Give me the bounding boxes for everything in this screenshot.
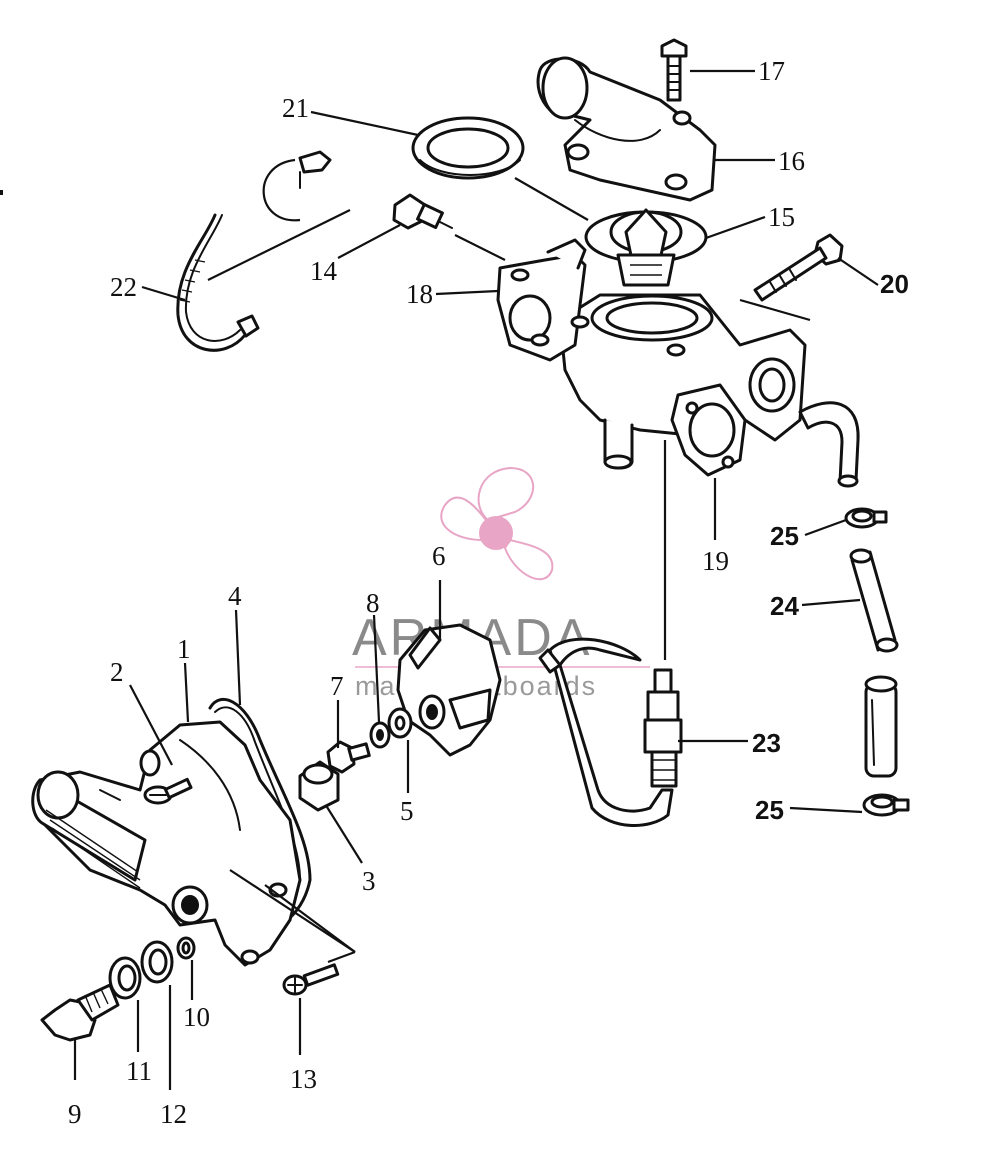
callout-7: 7 bbox=[330, 671, 344, 701]
temperature-switch bbox=[643, 668, 683, 788]
thermostat bbox=[584, 208, 708, 287]
hose-clamp-lower bbox=[862, 793, 910, 817]
cover-screw bbox=[143, 777, 193, 805]
callout-20: 20 bbox=[880, 269, 909, 299]
propeller-logo-icon bbox=[440, 466, 554, 581]
callout-6: 6 bbox=[432, 541, 446, 571]
flat-washer bbox=[387, 707, 413, 739]
sealing-washer-11 bbox=[108, 956, 142, 1000]
callout-13: 13 bbox=[290, 1064, 317, 1094]
sender-wire bbox=[176, 213, 260, 352]
drain-plug bbox=[40, 983, 120, 1042]
callout-8: 8 bbox=[366, 588, 380, 618]
spacer-collar bbox=[298, 760, 340, 812]
callout-24: 24 bbox=[770, 591, 799, 621]
impeller-bolt bbox=[326, 740, 371, 774]
pump-cover bbox=[31, 720, 302, 967]
callout-12: 12 bbox=[160, 1099, 187, 1129]
callout-18: 18 bbox=[406, 279, 433, 309]
callout-14: 14 bbox=[310, 256, 338, 286]
sealing-washer-12 bbox=[140, 940, 174, 984]
callout-11: 11 bbox=[126, 1056, 152, 1086]
housing-bolt bbox=[753, 233, 844, 302]
thermostat-housing bbox=[496, 238, 807, 470]
callout-25-upper: 25 bbox=[770, 521, 799, 551]
long-hose bbox=[864, 675, 898, 778]
callout-15: 15 bbox=[768, 202, 795, 232]
callout-3: 3 bbox=[362, 866, 376, 896]
callout-10: 10 bbox=[183, 1002, 210, 1032]
callout-23: 23 bbox=[752, 728, 781, 758]
callout-labels: 21 17 16 15 20 18 14 22 19 25 24 23 25 6… bbox=[68, 56, 909, 1129]
callout-5: 5 bbox=[400, 796, 414, 826]
impeller bbox=[396, 623, 502, 757]
washer-10 bbox=[176, 936, 196, 960]
outlet-pipe bbox=[798, 401, 860, 488]
bypass-pipe bbox=[538, 637, 674, 827]
callout-19: 19 bbox=[702, 546, 729, 576]
cover-bolt bbox=[660, 38, 688, 102]
lock-washer bbox=[369, 721, 391, 749]
callout-4: 4 bbox=[228, 581, 242, 611]
callout-9: 9 bbox=[68, 1099, 82, 1129]
armada-watermark: ARMADA marine outboards bbox=[352, 466, 650, 701]
leader-lines bbox=[73, 69, 879, 1090]
callout-17: 17 bbox=[758, 56, 785, 86]
cover-screw-long bbox=[282, 963, 340, 996]
callout-2: 2 bbox=[110, 657, 124, 687]
callout-25-lower: 25 bbox=[755, 795, 784, 825]
callout-21: 21 bbox=[282, 93, 309, 123]
hose-clamp-upper bbox=[844, 507, 888, 529]
callout-16: 16 bbox=[778, 146, 805, 176]
short-hose bbox=[849, 548, 899, 653]
temperature-sender bbox=[392, 193, 453, 230]
callout-1: 1 bbox=[177, 634, 191, 664]
thermostat-cover bbox=[536, 56, 717, 202]
callout-22: 22 bbox=[110, 272, 137, 302]
seal-ring bbox=[411, 116, 525, 180]
outlet-gasket bbox=[670, 383, 747, 477]
